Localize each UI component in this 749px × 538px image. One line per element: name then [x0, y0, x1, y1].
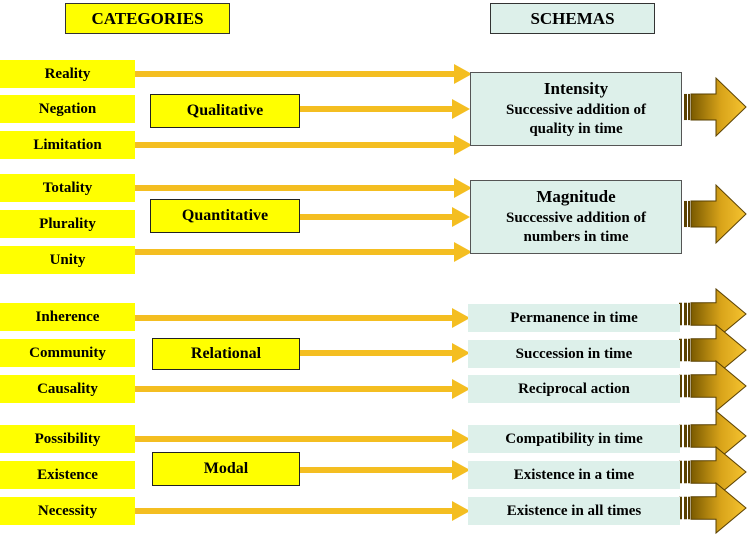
group-qualitative: Qualitative	[150, 94, 300, 128]
arrow-negation	[300, 99, 470, 119]
schema-compatibility: Compatibility in time	[468, 425, 680, 453]
category-unity: Unity	[0, 246, 135, 274]
big-arrow-existence-all	[679, 481, 747, 535]
big-arrow-existence-time	[679, 445, 747, 499]
schema-magnitude: Magnitude Successive addition of numbers…	[470, 180, 682, 254]
arrow-plurality	[300, 207, 470, 227]
category-inherence: Inherence	[0, 303, 135, 331]
arrow-possibility	[135, 429, 470, 449]
schema-existence-all: Existence in all times	[468, 497, 680, 525]
schema-intensity-line1: Successive addition of	[505, 101, 646, 118]
category-plurality: Plurality	[0, 210, 135, 238]
schema-magnitude-title: Magnitude	[536, 187, 616, 207]
arrow-limitation	[135, 135, 472, 155]
arrow-causality	[135, 379, 470, 399]
category-reality: Reality	[0, 60, 135, 88]
big-arrow-permanence	[679, 287, 747, 341]
category-totality: Totality	[0, 174, 135, 202]
category-negation: Negation	[0, 95, 135, 123]
group-modal: Modal	[152, 452, 300, 486]
schema-intensity: Intensity Successive addition of quality…	[470, 72, 682, 146]
schema-magnitude-line2: numbers in time	[523, 229, 629, 246]
big-arrow-succession	[679, 323, 747, 377]
schema-intensity-title: Intensity	[543, 79, 609, 99]
category-causality: Causality	[0, 375, 135, 403]
arrow-existence	[300, 460, 470, 480]
schemas-header: SCHEMAS	[490, 3, 655, 34]
big-arrow-magnitude	[679, 183, 747, 245]
arrow-community	[300, 343, 470, 363]
category-limitation: Limitation	[0, 131, 135, 159]
schema-intensity-line2: quality in time	[529, 121, 623, 138]
group-relational: Relational	[152, 338, 300, 370]
category-necessity: Necessity	[0, 497, 135, 525]
big-arrow-intensity	[679, 76, 747, 138]
category-community: Community	[0, 339, 135, 367]
category-possibility: Possibility	[0, 425, 135, 453]
schema-magnitude-line1: Successive addition of	[505, 209, 646, 226]
arrow-necessity	[135, 501, 470, 521]
big-arrow-reciprocal	[679, 359, 747, 413]
arrow-totality	[135, 178, 472, 198]
schema-permanence: Permanence in time	[468, 304, 680, 332]
arrow-unity	[135, 242, 472, 262]
schema-existence-time: Existence in a time	[468, 461, 680, 489]
group-quantitative: Quantitative	[150, 199, 300, 233]
schema-succession: Succession in time	[468, 340, 680, 368]
arrow-reality	[135, 64, 472, 84]
arrow-inherence	[135, 308, 470, 328]
categories-header: CATEGORIES	[65, 3, 230, 34]
big-arrow-compatibility	[679, 409, 747, 463]
category-existence: Existence	[0, 461, 135, 489]
schema-reciprocal: Reciprocal action	[468, 375, 680, 403]
